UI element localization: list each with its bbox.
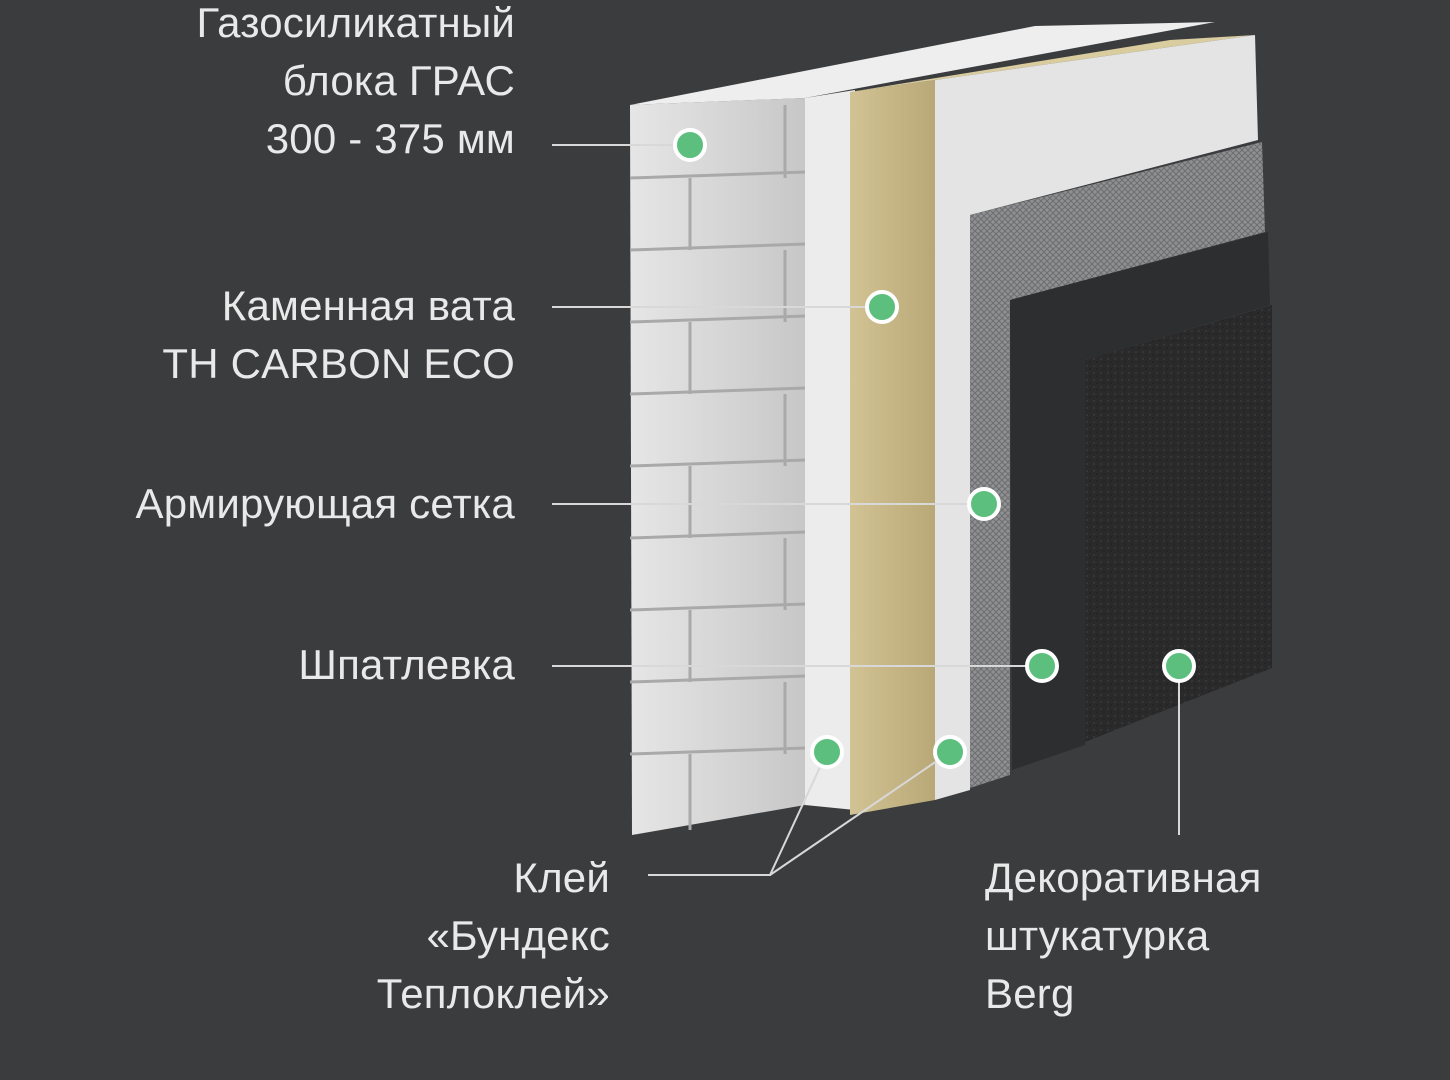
marker-glue-2: [933, 735, 967, 769]
base-glue-layer: [935, 35, 1258, 800]
label-plaster-line-2: штукатурка: [985, 912, 1210, 959]
label-putty: Шпатлевка: [298, 636, 515, 694]
label-block-line-1: Газосиликатный: [196, 0, 515, 46]
marker-plaster: [1162, 649, 1196, 683]
label-plaster-line-1: Декоративная: [985, 854, 1262, 901]
marker-wool: [865, 290, 899, 324]
reinforcing-mesh-layer: [970, 142, 1265, 788]
gas-silicate-block-layer: [629, 22, 1215, 835]
marker-block: [673, 128, 707, 162]
glue-layer: [805, 90, 855, 810]
label-wool-line-2: TH CARBON ECO: [162, 340, 515, 387]
layer-markers: [673, 128, 1196, 769]
putty-layer: [1010, 232, 1270, 770]
label-glue-line-3: Теплоклей»: [376, 970, 610, 1017]
stone-wool-layer: [850, 35, 1255, 815]
label-mesh-line-1: Армирующая сетка: [135, 480, 515, 527]
label-plaster-line-3: Berg: [985, 970, 1075, 1017]
marker-glue-1: [810, 735, 844, 769]
label-glue-line-1: Клей: [513, 854, 610, 901]
decorative-plaster-layer: [1085, 305, 1272, 742]
label-plaster: Декоративная штукатурка Berg: [985, 849, 1262, 1023]
marker-putty: [1025, 649, 1059, 683]
marker-mesh: [967, 487, 1001, 521]
label-glue: Клей «Бундекс Теплоклей»: [377, 849, 610, 1023]
label-block: Газосиликатный блока ГРАС 300 - 375 мм: [197, 0, 515, 168]
leader-lines: [552, 144, 1180, 876]
label-wool-line-1: Каменная вата: [221, 282, 515, 329]
label-block-line-2: блока ГРАС: [282, 57, 515, 104]
label-mesh: Армирующая сетка: [136, 475, 515, 533]
label-putty-line-1: Шпатлевка: [298, 641, 515, 688]
label-wool: Каменная вата TH CARBON ECO: [162, 277, 515, 393]
label-glue-line-2: «Бундекс: [426, 912, 610, 959]
label-block-line-3: 300 - 375 мм: [265, 115, 515, 162]
